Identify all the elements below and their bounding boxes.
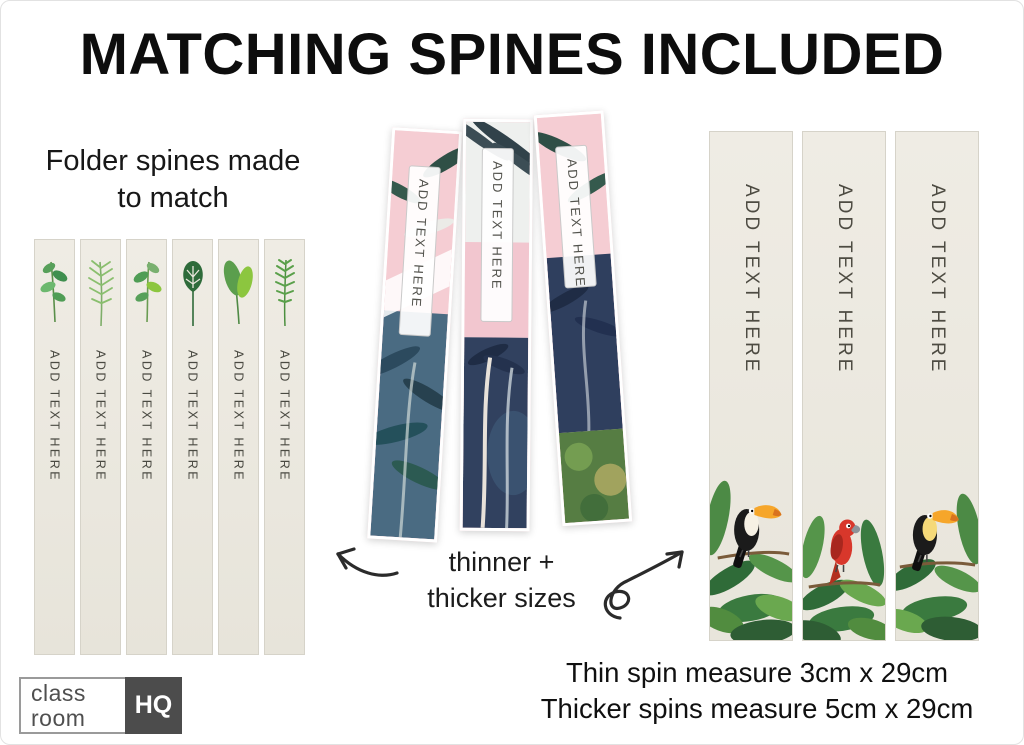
page-title: MATCHING SPINES INCLUDED	[79, 22, 945, 87]
wide-spine: ADD TEXT HERE	[895, 131, 979, 641]
arrow-annotations	[336, 547, 684, 620]
wide-spine: ADD TEXT HERE	[802, 131, 886, 641]
palm-frond-icon	[86, 256, 116, 330]
sprig-leaf-icon	[39, 256, 71, 330]
spine-label: ADD TEXT HERE	[139, 350, 154, 483]
toucan-icon	[710, 480, 792, 640]
logo-wordmark: class room	[19, 677, 125, 734]
spine-label: ADD TEXT HERE	[185, 350, 200, 483]
spine-label: ADD TEXT HERE	[834, 184, 855, 375]
thin-spine: ADD TEXT HERE	[172, 239, 213, 655]
spine-label: ADD TEXT HERE	[564, 158, 589, 289]
tropical-leaf-icon	[223, 256, 255, 330]
thin-spine: ADD TEXT HERE	[34, 239, 75, 655]
spine-label: ADD TEXT HERE	[489, 160, 506, 291]
size-annotation: thinner + thicker sizes	[399, 544, 604, 617]
thick-measurement: Thicker spins measure 5cm x 29cm	[540, 693, 974, 725]
thin-spine: ADD TEXT HERE	[218, 239, 259, 655]
size-annotation-line2: thicker sizes	[427, 583, 576, 614]
fern-leaf-icon	[270, 256, 300, 330]
left-caption-line1: Folder spines made	[45, 145, 301, 177]
squiggle-arrow-right-icon	[603, 550, 684, 620]
logo-word-bottom: room	[31, 704, 86, 731]
wide-spine: ADD TEXT HERE	[709, 131, 793, 641]
spine-label: ADD TEXT HERE	[408, 178, 432, 309]
photo-spine: ADD TEXT HERE	[367, 127, 463, 543]
spine-label: ADD TEXT HERE	[93, 350, 108, 483]
tilted-spines-photo: ADD TEXT HERE ADD TEXT HERE	[367, 110, 633, 556]
spine-label: ADD TEXT HERE	[741, 184, 762, 375]
measurements: Thin spin measure 3cm x 29cm Thicker spi…	[513, 655, 1001, 728]
thin-spine-rack: ADD TEXT HERE ADD TEXT HERE	[34, 239, 305, 655]
thin-spine: ADD TEXT HERE	[80, 239, 121, 655]
monstera-leaf-icon	[177, 256, 209, 330]
left-caption: Folder spines made to match	[23, 143, 323, 217]
thin-spine: ADD TEXT HERE	[126, 239, 167, 655]
size-annotation-line1: thinner +	[448, 547, 555, 577]
thin-measurement: Thin spin measure 3cm x 29cm	[565, 657, 949, 688]
parrot-icon	[803, 515, 885, 640]
spine-label: ADD TEXT HERE	[47, 350, 62, 483]
spine-label: ADD TEXT HERE	[927, 184, 948, 375]
wide-spine-rack: ADD TEXT HERE	[709, 131, 979, 641]
sprig-leaf-icon	[131, 256, 163, 330]
photo-spine: ADD TEXT HERE	[459, 118, 534, 532]
spine-label: ADD TEXT HERE	[277, 350, 292, 483]
toucan-icon	[896, 493, 978, 640]
curved-arrow-left-icon	[336, 547, 399, 577]
thin-spine: ADD TEXT HERE	[264, 239, 305, 655]
photo-spine: ADD TEXT HERE	[533, 110, 633, 527]
left-caption-line2: to match	[117, 182, 229, 215]
photo-spine-label-box: ADD TEXT HERE	[480, 147, 514, 323]
spine-label: ADD TEXT HERE	[231, 350, 246, 483]
logo-hq-badge: HQ	[125, 677, 182, 734]
classroomhq-logo: class room HQ	[19, 677, 182, 734]
logo-word-top: class	[31, 680, 86, 707]
